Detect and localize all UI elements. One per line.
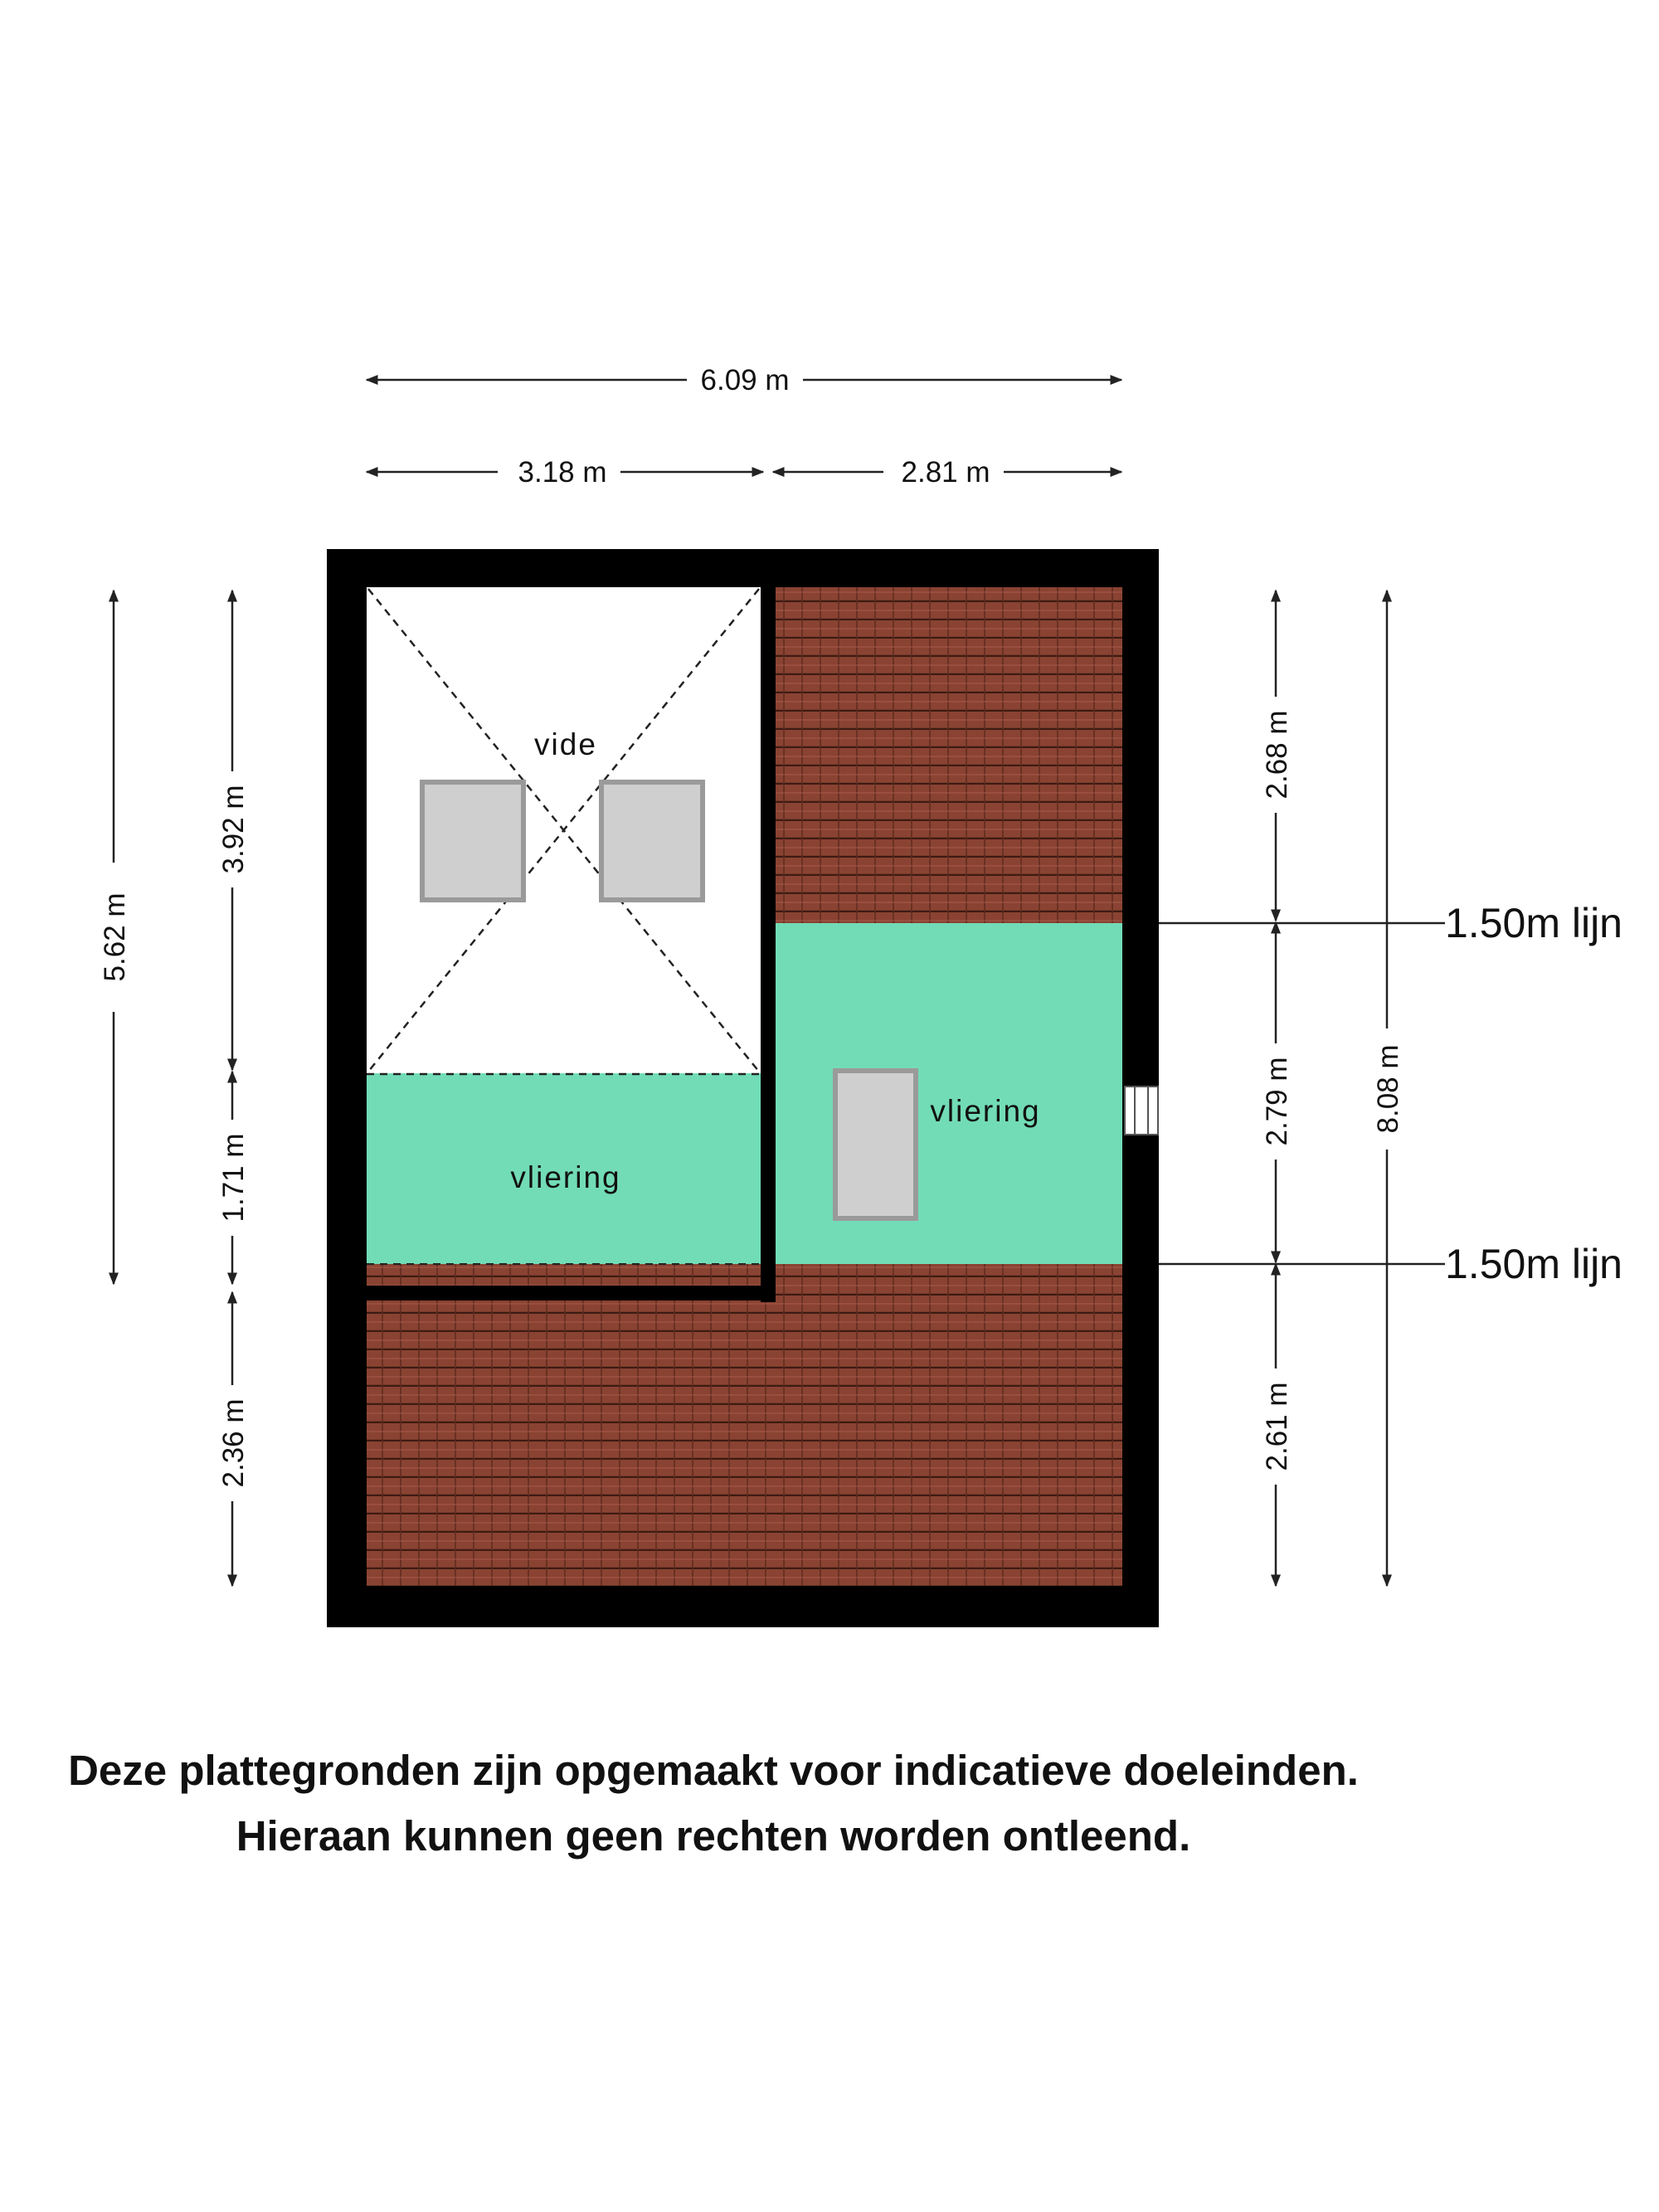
vliering-left-area bbox=[367, 1073, 761, 1264]
dimension-label: 3.18 m bbox=[518, 456, 607, 489]
dimension-left-width: 3.18 m bbox=[365, 456, 765, 489]
internal-wall-horizontal bbox=[367, 1286, 776, 1300]
height-line-label: 1.50m lijn bbox=[1445, 1241, 1623, 1287]
dimension-total-width: 6.09 m bbox=[365, 364, 1123, 396]
dimension-label: 6.09 m bbox=[701, 364, 790, 396]
dimension-label: 2.81 m bbox=[902, 456, 990, 489]
dimension-left-upper: 3.92 m bbox=[217, 589, 250, 1072]
dimension-label: 2.68 m bbox=[1261, 711, 1293, 800]
disclaimer-line-2: Hieraan kunnen geen rechten worden ontle… bbox=[236, 1812, 1191, 1860]
dimension-label: 3.92 m bbox=[217, 785, 250, 874]
dimension-label: 1.71 m bbox=[217, 1134, 250, 1223]
disclaimer-line-1: Deze plattegronden zijn opgemaakt voor i… bbox=[68, 1747, 1359, 1794]
dimension-right-total-height: 8.08 m bbox=[1372, 589, 1404, 1587]
height-line-upper: 1.50m lijn bbox=[1159, 900, 1623, 946]
vide-diagonal bbox=[367, 588, 760, 1072]
internal-wall-vertical bbox=[761, 587, 776, 1302]
dimension-label: 5.62 m bbox=[99, 893, 131, 982]
skylight-3 bbox=[833, 1068, 918, 1221]
dimension-label: 8.08 m bbox=[1372, 1045, 1404, 1134]
height-line-label: 1.50m lijn bbox=[1445, 900, 1623, 946]
window bbox=[1124, 1086, 1159, 1135]
building: vide vliering vliering bbox=[327, 549, 1159, 1627]
room-label-vliering-left: vliering bbox=[510, 1160, 620, 1194]
dimension-right-width: 2.81 m bbox=[771, 456, 1123, 489]
dimension-left-total-height: 5.62 m bbox=[99, 589, 131, 1286]
dimension-label: 2.36 m bbox=[217, 1399, 250, 1488]
dimension-left-lower: 2.36 m bbox=[217, 1291, 250, 1587]
dimension-label: 2.61 m bbox=[1261, 1383, 1293, 1471]
roof-tiles-upper-right bbox=[776, 587, 1122, 923]
dimension-left-middle: 1.71 m bbox=[217, 1070, 250, 1286]
room-label-vide: vide bbox=[534, 727, 597, 761]
roof-tiles-lower bbox=[367, 1262, 1122, 1586]
dimension-label: 2.79 m bbox=[1261, 1057, 1293, 1146]
skylight-1 bbox=[420, 780, 526, 902]
height-line-lower: 1.50m lijn bbox=[1159, 1241, 1623, 1287]
room-label-vliering-right: vliering bbox=[930, 1094, 1040, 1128]
dimension-right-upper: 2.68 m bbox=[1261, 589, 1293, 922]
skylight-2 bbox=[599, 780, 705, 902]
dimension-right-middle: 2.79 m bbox=[1261, 921, 1293, 1264]
dimension-right-lower: 2.61 m bbox=[1261, 1262, 1293, 1587]
disclaimer: Deze plattegronden zijn opgemaakt voor i… bbox=[0, 1738, 1427, 1869]
